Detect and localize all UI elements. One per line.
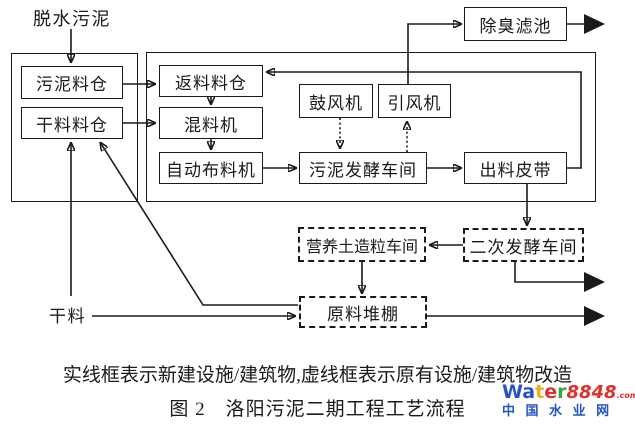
node-return-silo: 返料料仓 <box>159 65 263 97</box>
group-frame-fermentation-plant <box>146 52 596 202</box>
watermark-suffix: .com <box>616 391 635 400</box>
output-arrowhead-deodorization <box>584 14 605 34</box>
node-dry-silo: 干料料仓 <box>21 107 123 139</box>
node-induced-fan: 引风机 <box>378 84 451 118</box>
node-mixer: 混料机 <box>159 107 263 139</box>
watermark-letter: t <box>535 381 545 403</box>
node-auto-spreader: 自动布料机 <box>159 152 263 184</box>
node-secondary-fermentation-workshop: 二次发酵车间 <box>463 228 584 262</box>
node-raw-material-shed: 原料堆棚 <box>299 296 427 328</box>
watermark-letter: W <box>502 381 523 403</box>
group-frame-feed-silos <box>11 53 138 202</box>
figure-title: 图 2 洛阳污泥二期工程工艺流程 <box>169 399 466 420</box>
output-arrowhead-secondary-fermentation <box>584 272 605 292</box>
output-line-secondary-fermentation <box>514 262 584 283</box>
dry-material-label: 干料 <box>49 307 86 326</box>
watermark-subtitle: 中 国 水 业 网 <box>502 404 613 419</box>
node-discharge-belt: 出料皮带 <box>464 152 567 184</box>
node-deodorization-filter: 除臭滤池 <box>464 7 567 41</box>
node-blower: 鼓风机 <box>299 84 373 118</box>
watermark: Water8848.com 中 国 水 业 网 <box>502 383 635 419</box>
node-fermentation-workshop: 污泥发酵车间 <box>299 152 427 184</box>
watermark-letter: e <box>544 381 558 403</box>
dewatered-sludge-label: 脱水污泥 <box>33 9 111 29</box>
watermark-number: 8848 <box>566 382 617 403</box>
node-sludge-silo: 污泥料仓 <box>21 66 123 99</box>
output-arrowhead-raw-material-shed <box>584 306 605 326</box>
watermark-letter: a <box>522 381 536 403</box>
node-granulation-workshop: 营养土造粒车间 <box>298 227 426 262</box>
watermark-logo: Water8848.com <box>502 383 635 402</box>
legend-text: 实线框表示新建设施/建筑物,虚线框表示原有设施/建筑物改造 <box>62 365 573 386</box>
watermark-letter: r <box>557 381 567 403</box>
